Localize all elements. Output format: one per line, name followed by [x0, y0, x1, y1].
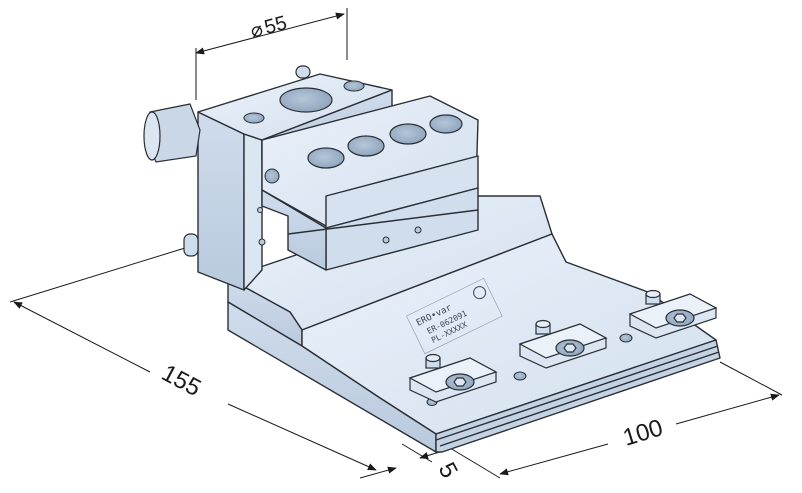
hex-socket-icon: [673, 313, 687, 323]
extension-line: [9, 247, 186, 303]
dimension-line: [195, 12, 345, 55]
brand-logo-icon: [473, 286, 487, 300]
length-label: 155: [157, 359, 205, 402]
pocket: [389, 123, 427, 145]
rear-pins: [143, 65, 311, 257]
pocket: [429, 114, 463, 134]
jaw-pockets: [307, 114, 463, 169]
chuck-side-face: [197, 111, 245, 291]
locating-pin: [183, 233, 199, 257]
clamp-middle: [518, 319, 608, 369]
dimension-length: [9, 247, 377, 471]
pocket: [347, 135, 385, 157]
extension-line: [449, 447, 501, 479]
jaw-hole: [382, 236, 390, 244]
jaw-hole: [414, 226, 422, 234]
clamp-right: [628, 289, 718, 339]
locating-pin: [295, 65, 311, 79]
dimension-line: [359, 466, 397, 479]
clamp-left: [408, 353, 498, 403]
pull-stud-end: [143, 111, 161, 161]
jaw-lower-left: [261, 189, 327, 271]
dimension-line: [227, 403, 377, 471]
pocket: [307, 147, 345, 169]
dimension-width: [449, 361, 783, 479]
dimension-line: [13, 301, 151, 373]
bolt: [425, 353, 441, 369]
diameter-label: ⌀55: [248, 12, 290, 43]
offset-label: 5: [433, 458, 463, 482]
bolt: [535, 319, 551, 335]
hole: [619, 333, 633, 343]
vise-jaw: [261, 95, 479, 271]
hex-socket-icon: [453, 377, 467, 387]
plate-details: [257, 168, 422, 246]
diameter-value: 55: [262, 12, 289, 39]
bolt-top: [425, 353, 441, 363]
dimension-line: [499, 443, 609, 476]
hole: [513, 371, 527, 381]
side-hole: [264, 168, 280, 184]
bolt-top: [535, 319, 551, 329]
dovetail-rail: [435, 345, 720, 447]
width-label: 100: [620, 414, 666, 452]
cap-screw-icon: [343, 80, 365, 92]
side-hole: [258, 238, 266, 246]
deck-holes: [426, 333, 633, 406]
dimension-line: [675, 393, 780, 425]
diameter-symbol: ⌀: [248, 18, 265, 42]
marking-plate: [406, 277, 503, 355]
bolt: [645, 289, 661, 305]
hex-socket-icon: [563, 343, 577, 353]
cap-screw-icon: [243, 112, 265, 124]
bolt-top: [645, 289, 661, 299]
dimension-diameter: [195, 8, 348, 100]
extension-line: [719, 361, 783, 396]
center-bore: [279, 87, 333, 113]
side-hole: [257, 207, 263, 213]
jaw-split-line: [287, 209, 479, 235]
